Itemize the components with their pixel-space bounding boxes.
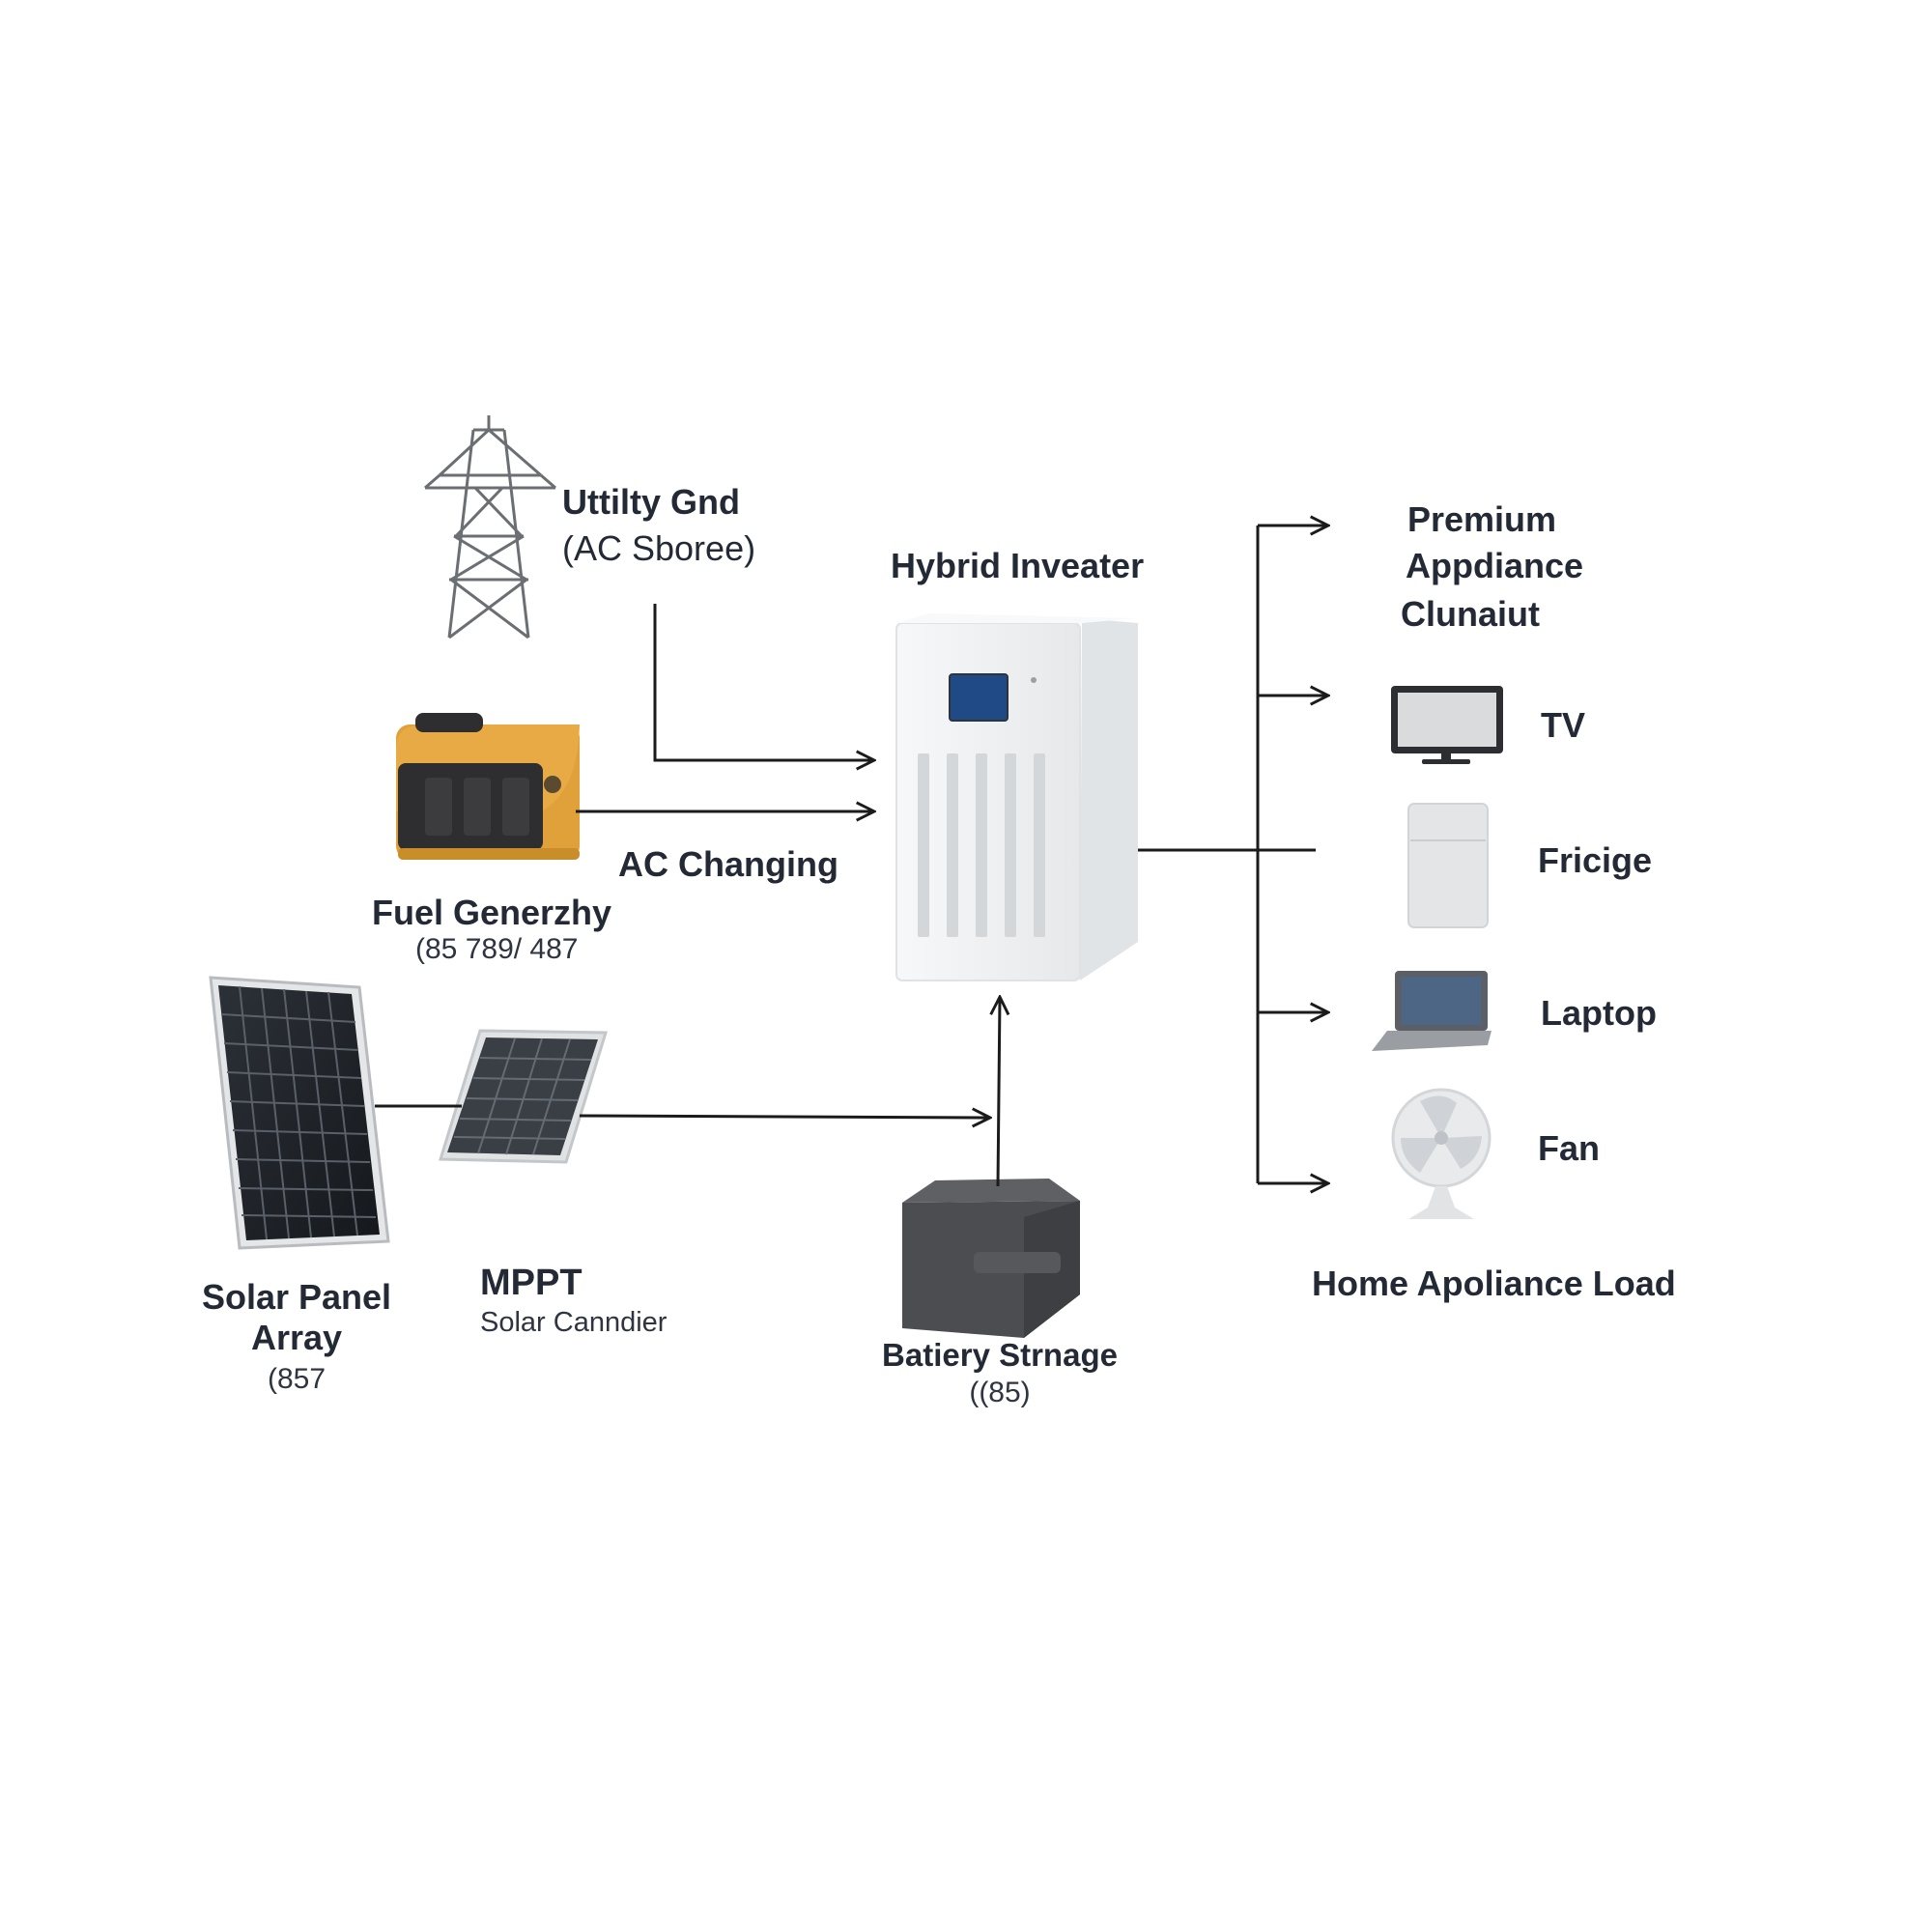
grid-to-inverter-line (653, 604, 874, 760)
tv-label: TV (1541, 705, 1586, 745)
premium-appliance-label-line3: Clunaiut (1401, 594, 1540, 634)
battery-storage-sublabel: ((85) (969, 1377, 1031, 1408)
utility-grid-sublabel: (AC Sboree) (562, 528, 756, 568)
solar-panel-label: Solar Panel (201, 1277, 392, 1317)
solar-panel-icon (209, 976, 390, 1250)
inverter-display (949, 673, 1009, 722)
fan-label: Fan (1538, 1128, 1601, 1168)
tv-icon (1391, 686, 1503, 764)
utility-grid-label: Uttilty Gnd (562, 482, 740, 522)
premium-appliance-label-line2: Appdiance (1406, 546, 1584, 585)
solar-panel-label-line2: Array (250, 1318, 343, 1357)
battery-box-icon (902, 1179, 1080, 1338)
mppt-sublabel: Solar Canndier (480, 1307, 668, 1338)
home-load-label: Home Apoliance Load (1312, 1264, 1676, 1303)
connection-lines (375, 526, 1328, 1186)
mppt-label: MPPT (480, 1263, 582, 1303)
fuel-generator-sublabel: (85 789/ 487 (415, 933, 579, 965)
battery-to-inverter-line (998, 997, 1000, 1187)
laptop-label: Laptop (1541, 993, 1657, 1033)
laptop-icon (1372, 971, 1492, 1051)
inverter-cabinet-icon (895, 613, 1138, 981)
fridge-icon (1407, 803, 1489, 928)
fuel-generator-label: Fuel Generzhy (372, 893, 612, 932)
ac-charging-label: AC Changing (618, 844, 838, 884)
generator-icon (396, 713, 580, 860)
transmission-tower-icon (424, 415, 556, 639)
solar-module-icon (438, 1029, 609, 1164)
fridge-label: Fricige (1538, 840, 1653, 880)
premium-appliance-label: Premium (1407, 499, 1557, 539)
solar-panel-sublabel: (857 (267, 1363, 327, 1395)
fan-icon (1391, 1088, 1492, 1219)
hybrid-inverter-label: Hybrid Inveater (891, 546, 1145, 585)
mppt-to-battery-line (579, 1116, 990, 1118)
battery-storage-label: Batiery Strnage (882, 1337, 1118, 1373)
